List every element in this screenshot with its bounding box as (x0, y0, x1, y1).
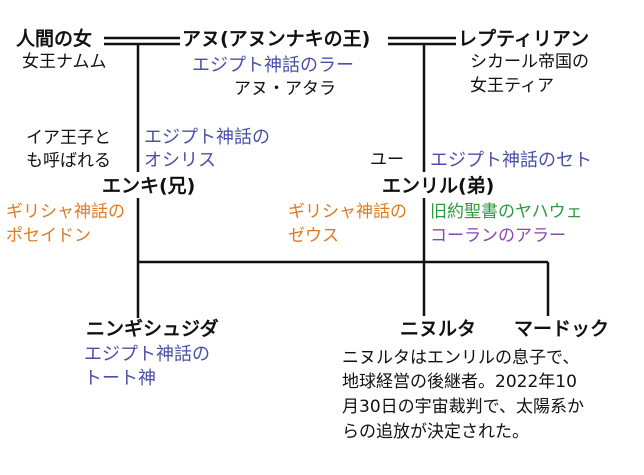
ningishzida-egypt-line1: エジプト神話の (84, 344, 210, 365)
enki-greek-line1: ギリシャ神話の (6, 202, 125, 222)
ninurta-note-line1: ニヌルタはエンリルの息子で、 (342, 348, 580, 368)
human-woman-sub: 女王ナムム (22, 52, 107, 72)
enlil-greek-line1: ギリシャ神話の (288, 202, 407, 222)
human-woman-name: 人間の女 (16, 28, 93, 50)
enki-name: エンキ(兄) (102, 175, 196, 197)
anu-egypt: エジプト神話のラー (192, 55, 354, 76)
enki-egypt-line1: エジプト神話の (144, 127, 270, 148)
reptilian-sub2: 女王ティア (470, 76, 554, 96)
reptilian-sub1: シカール帝国の (470, 52, 589, 72)
anu-name: アヌ(アヌンナキの王) (182, 28, 371, 50)
ninurta-name: ニヌルタ (400, 318, 477, 340)
ningishzida-egypt-line2: トート神 (84, 368, 156, 389)
ningishzida-name: ニンギシュジダ (86, 318, 219, 340)
enlil-alias: ユー (370, 150, 404, 170)
enki-greek-line2: ポセイドン (6, 226, 91, 246)
enlil-egypt: エジプト神話のセト (430, 150, 592, 171)
enlil-greek-line2: ゼウス (288, 226, 339, 246)
enlil-quran: コーランのアラー (430, 226, 566, 246)
marduk-name: マードック (514, 318, 610, 340)
ninurta-note-line4: らの追放が決定された。 (342, 422, 529, 442)
enlil-old-testament: 旧約聖書のヤハウェ (430, 202, 583, 222)
enlil-name: エンリル(弟) (382, 175, 495, 197)
ninurta-note-line3: 月30日の宇宙裁判で、太陽系か (342, 397, 584, 417)
ninurta-note-line2: 地球経営の後継者。2022年10 (342, 372, 577, 392)
enki-alias-line2: も呼ばれる (26, 151, 111, 171)
enki-alias-line1: イア王子と (26, 128, 111, 148)
anu-alias: アヌ・アタラ (234, 79, 336, 99)
enki-egypt-line2: オシリス (144, 150, 216, 171)
reptilian-name: レプティリアン (458, 28, 590, 50)
